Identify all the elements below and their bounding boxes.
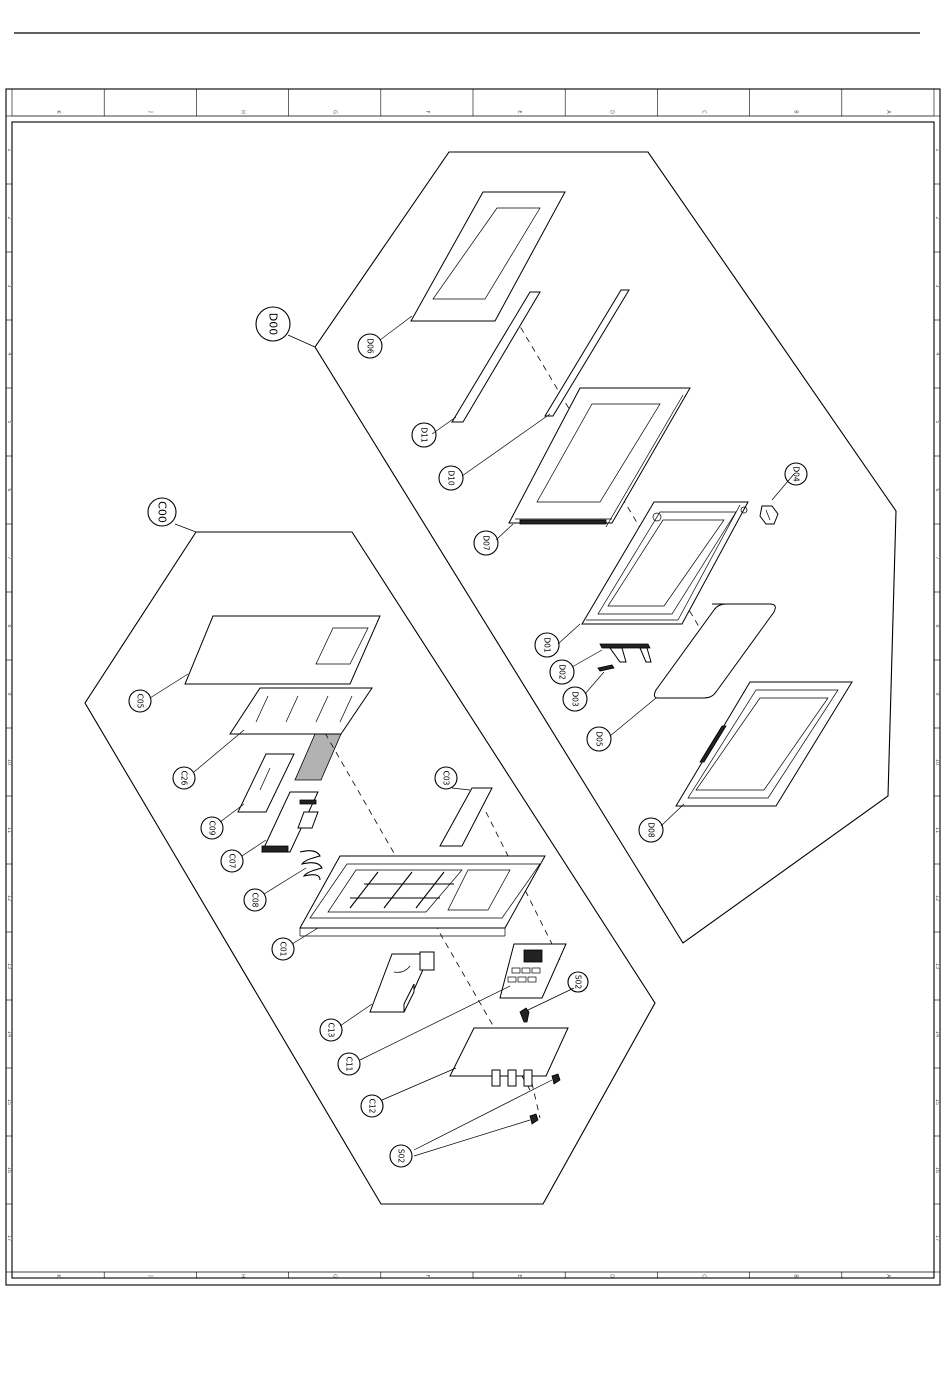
border-zone-letter: A [885,1274,891,1278]
border-zone-letter: E [516,110,522,113]
border-zone-number: 10 [934,759,940,765]
callout-d03: D03 [571,691,580,707]
border-zone-number: 8 [6,624,12,627]
border-zone-letter: H [240,110,246,114]
callout-c08: C08 [251,893,260,908]
callout-d05: D05 [595,731,604,747]
border-zone-number: 15 [934,1099,940,1105]
callout-c12: C12 [368,1099,377,1114]
border-zone-letter: H [240,1274,246,1278]
border-zone-number: 11 [934,827,940,833]
border-zone-letter: E [516,1274,522,1277]
callout-d08: D08 [647,822,656,838]
callout-d01: D01 [543,637,552,653]
border-zone-letter: G [332,1274,338,1278]
callout-c03: C03 [442,771,451,786]
part-c11-display [500,944,566,998]
border-zone-number: 17 [934,1235,940,1241]
part-s02-screw-a [552,1074,560,1084]
callout-c26: C26 [180,771,189,786]
callout-c05: C05 [136,694,145,709]
callout-s02-bottom: S02 [397,1149,406,1164]
part-c05-overlay [185,616,380,684]
part-c03-strip [440,788,492,846]
border-zone-number: 12 [6,895,12,901]
control-panel-assembly: C00 [85,498,655,1204]
border-zone-number: 13 [934,963,940,969]
border-zone-number: 4 [934,352,940,355]
border-zone-number: 9 [6,692,12,695]
border-zone-number: 12 [934,895,940,901]
callout-c13: C13 [327,1023,336,1038]
part-c01-panel-frame [300,856,545,936]
border-zone-number: 14 [6,1031,12,1037]
part-d06-panel [411,192,565,321]
callout-d06: D06 [366,338,375,354]
callout-c01: C01 [279,942,288,957]
callout-s02-top: S02 [574,975,583,990]
control-assembly-label: C00 [156,501,169,523]
part-d04-hinge [760,506,778,524]
callout-c09: C09 [208,821,217,836]
border-zone-letter: B [793,1274,799,1278]
part-d08-outer-panel [676,682,852,806]
border-zone-number: 6 [6,488,12,491]
part-s02-screw-b [530,1114,538,1124]
border-zone-letter: J [147,1274,153,1276]
border-zone-number: 15 [6,1099,12,1105]
border-zone-letter: F [424,111,430,114]
callout-d04: D04 [792,466,801,482]
border-zone-letter: J [147,110,153,112]
border-zone-number: 6 [934,488,940,491]
border-zone-number: 3 [934,284,940,287]
border-zone-letter: C [701,1274,707,1278]
part-c26-membrane [230,688,372,780]
border-zone-number: 3 [6,284,12,287]
part-c08-spring [300,851,322,880]
callout-c11: C11 [345,1057,354,1072]
border-zone-letter: G [332,110,338,114]
border-zone-number: 1 [934,148,940,151]
border-zone-number: 9 [934,692,940,695]
border-zone-number: 17 [6,1235,12,1241]
border-zone-letter: D [608,1274,614,1278]
border-zone-number: 14 [934,1031,940,1037]
border-zone-letter: F [424,1275,430,1278]
part-d02-latch [600,644,651,662]
border-zone-number: 4 [6,352,12,355]
callout-d07: D07 [482,535,491,551]
door-assembly: D00 [256,152,896,943]
border-zone-number: 2 [934,216,940,219]
border-zone-letter: B [793,110,799,114]
border-zone-letter: C [701,110,707,114]
border-zone-number: 13 [6,963,12,969]
border-zone-number: 5 [6,420,12,423]
door-assembly-outline [315,152,896,943]
border-zone-number: 16 [934,1167,940,1173]
border-zone-number: 1 [6,148,12,151]
border-zone-number: 8 [934,624,940,627]
border-zone-letter: D [608,110,614,114]
border-zone-number: 7 [6,556,12,559]
callout-c07: C07 [228,854,237,869]
border-zone-number: 7 [934,556,940,559]
part-s02-screw-top [520,1008,529,1022]
door-assembly-label: D00 [267,313,280,335]
part-d03-spring [598,665,614,671]
callout-d10: D10 [447,470,456,486]
callout-d02: D02 [558,664,567,680]
border-zone-number: 11 [6,827,12,833]
border-zone-number: 5 [934,420,940,423]
border-zone-number: 16 [6,1167,12,1173]
callout-d11: D11 [420,427,429,443]
part-c12-pcb [450,1028,568,1086]
border-zone-letter: A [885,110,891,114]
border-zone-letter: K [55,110,61,114]
border-zone-number: 2 [6,216,12,219]
part-c13-module [370,952,434,1012]
border-zone-number: 10 [6,759,12,765]
